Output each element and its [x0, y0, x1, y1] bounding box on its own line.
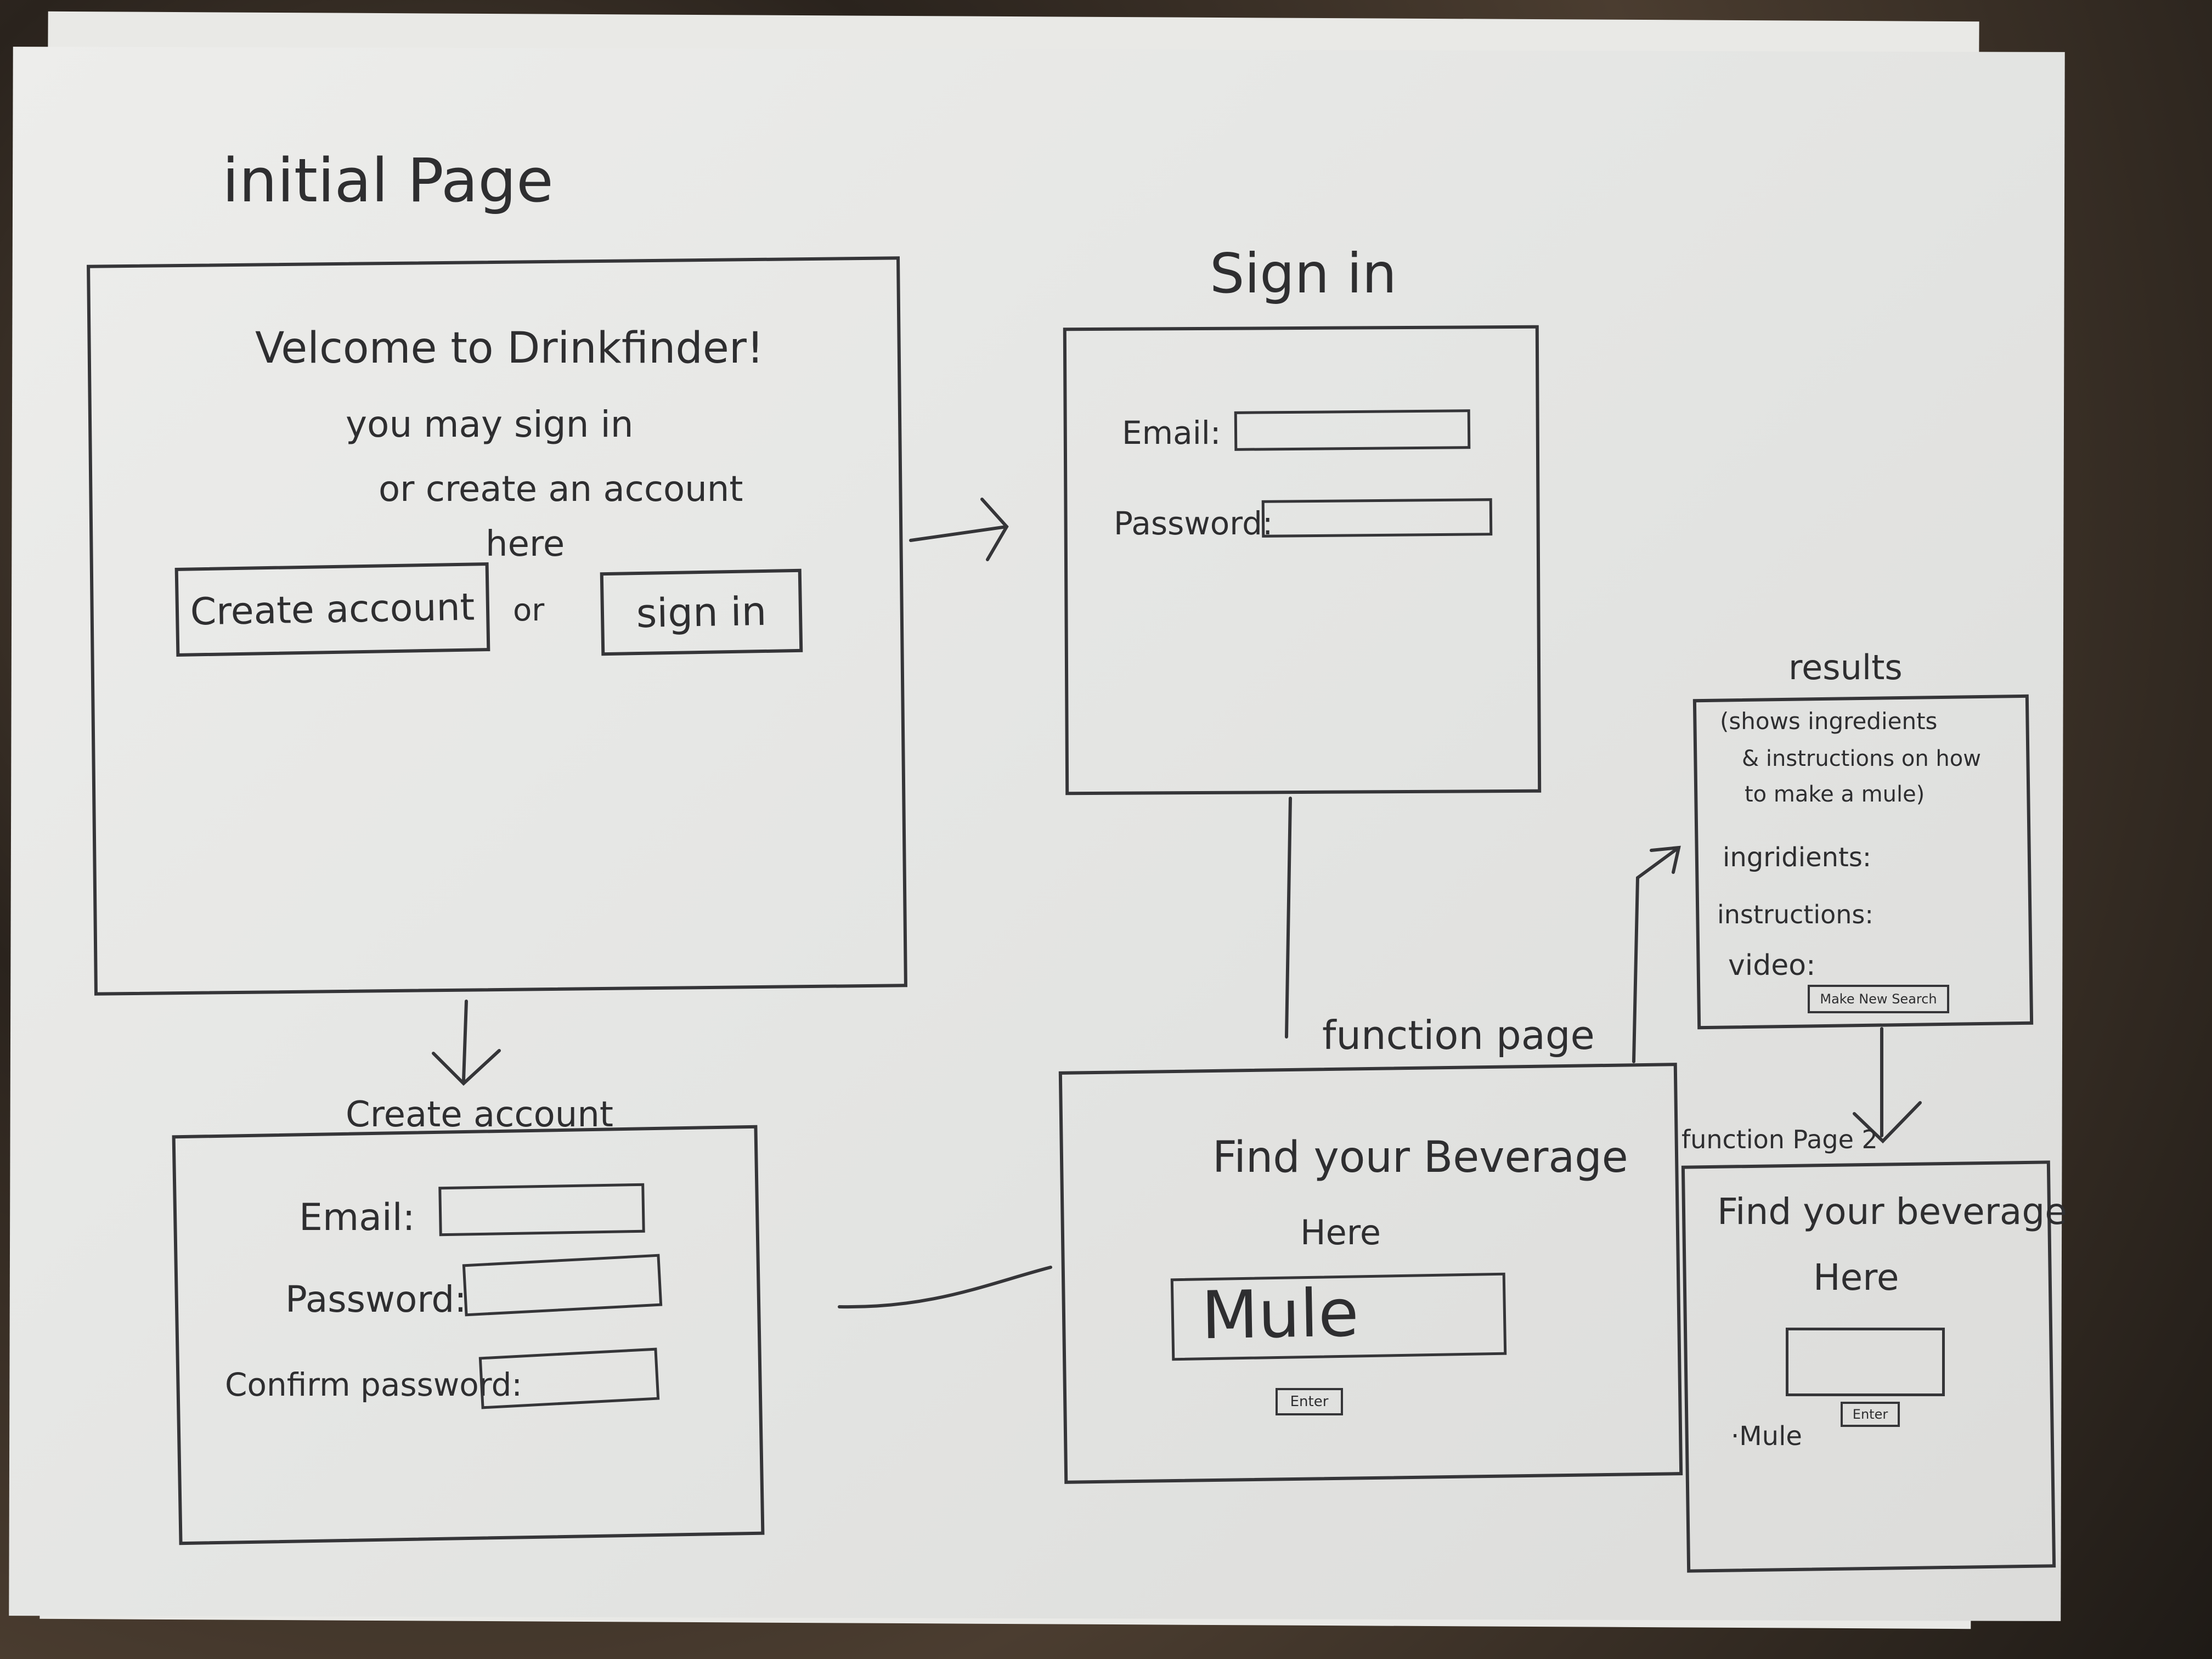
sign-in-title: Sign in: [1210, 241, 1397, 306]
create-password-field[interactable]: [462, 1254, 663, 1317]
intro-line-1: you may sign in: [346, 403, 634, 445]
create-email-field[interactable]: [438, 1183, 645, 1237]
function2-search-input[interactable]: [1786, 1328, 1945, 1396]
intro-line-3: here: [486, 524, 565, 565]
arrow-initial-to-signin: [909, 525, 1008, 542]
sign-in-email-label: Email:: [1122, 414, 1221, 452]
results-desc-3: to make a mule): [1745, 782, 1925, 807]
results-desc-1: (shows ingredients: [1720, 708, 1938, 735]
sign-in-password-field[interactable]: [1261, 498, 1493, 538]
arrow-function-to-results: [1632, 846, 1680, 1063]
sign-in-email-field[interactable]: [1234, 409, 1471, 451]
results-ingredients-label: ingridients:: [1723, 842, 1872, 873]
function-heading-1: Find your Beverage: [1212, 1133, 1628, 1182]
function-page-frame: [1058, 1063, 1683, 1484]
results-title: results: [1788, 647, 1903, 687]
function-enter-label: Enter: [1290, 1393, 1329, 1410]
results-desc-2: & instructions on how: [1742, 746, 1981, 771]
create-confirm-field[interactable]: [478, 1347, 660, 1409]
create-account-title: Create account: [346, 1094, 613, 1135]
make-new-search-button[interactable]: Make New Search: [1808, 985, 1949, 1013]
results-video-label: video:: [1728, 949, 1816, 982]
intro-line-2: or create an account: [379, 469, 743, 510]
create-password-label: Password:: [285, 1278, 467, 1321]
make-new-search-label: Make New Search: [1820, 991, 1937, 1007]
function2-heading-1: Find your beverage: [1717, 1190, 2067, 1233]
sign-in-button-label: sign in: [636, 588, 767, 637]
function-heading-2: Here: [1300, 1212, 1381, 1252]
or-text: or: [513, 592, 545, 628]
create-account-button-label: Create account: [190, 585, 475, 634]
create-confirm-label: Confirm password:: [225, 1366, 522, 1403]
create-email-label: Email:: [299, 1196, 415, 1239]
create-account-button[interactable]: Create account: [174, 562, 490, 657]
initial-page-title: initial Page: [222, 145, 554, 216]
function-page-title: function page: [1322, 1012, 1595, 1058]
function-search-value: Mule: [1200, 1275, 1359, 1355]
function2-heading-2: Here: [1813, 1256, 1899, 1299]
function-page-2-title: function Page 2: [1681, 1125, 1878, 1154]
function2-enter-button[interactable]: Enter: [1841, 1402, 1900, 1427]
function-search-input[interactable]: Mule: [1170, 1272, 1507, 1361]
welcome-heading: Velcome to Drinkfinder!: [255, 324, 764, 373]
sign-in-password-label: Password:: [1114, 505, 1273, 542]
results-instructions-label: instructions:: [1717, 900, 1874, 929]
sign-in-button[interactable]: sign in: [600, 568, 803, 656]
function-enter-button[interactable]: Enter: [1276, 1388, 1343, 1415]
function2-enter-label: Enter: [1852, 1407, 1888, 1422]
line-create-to-function: [838, 1266, 1052, 1309]
function2-list-item-mule[interactable]: ·Mule: [1731, 1421, 1802, 1452]
line-signin-to-function: [1285, 797, 1292, 1039]
arrow-initial-to-create: [462, 1000, 468, 1082]
sign-in-frame: [1063, 325, 1542, 795]
